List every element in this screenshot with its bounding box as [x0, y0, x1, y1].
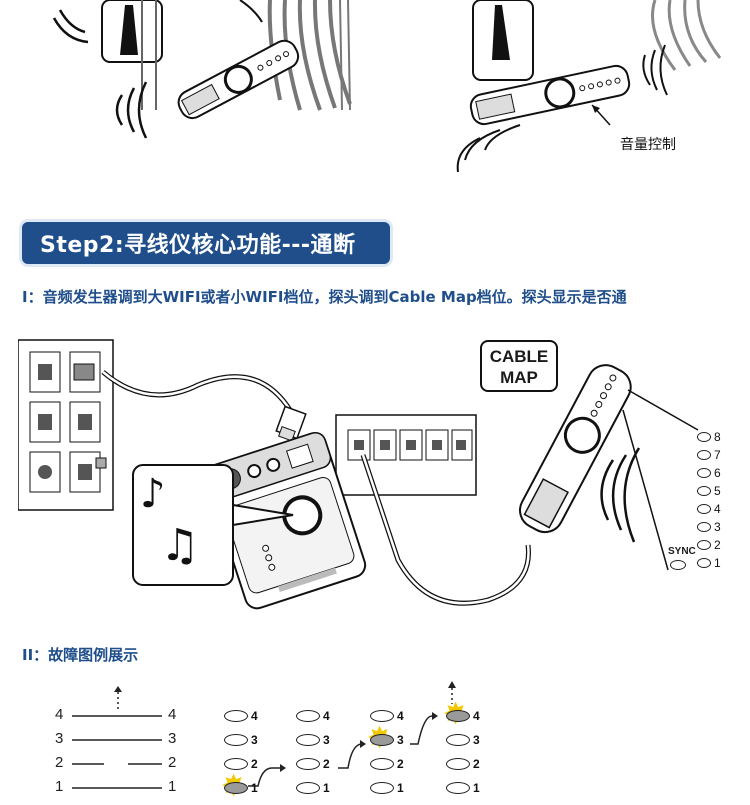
section-i-text: I：音频发生器调到大WIFI或者小WIFI档位，探头调到Cable Map档位。…: [22, 286, 627, 307]
led-6: [697, 468, 711, 478]
led-7-label: 7: [714, 448, 721, 462]
led-3: [697, 522, 711, 532]
led-1-label: 1: [714, 556, 721, 570]
step2-banner: Step2:寻线仪核心功能---通断: [22, 222, 390, 264]
led-7: [697, 450, 711, 460]
legend-left-4: 4: [55, 706, 63, 723]
led-1: [697, 558, 711, 568]
col4-label-3: 3: [473, 733, 480, 747]
wire-lines: [70, 684, 170, 801]
top-illustration-right: [440, 0, 750, 190]
double-music-note-icon: ♫: [160, 524, 199, 568]
sync-led: [670, 560, 686, 570]
col4-label-4: 4: [473, 709, 480, 723]
col4-led-2: [446, 758, 470, 770]
cable-map-line2: MAP: [482, 367, 556, 388]
legend-left-1: 1: [55, 778, 63, 795]
col4-led-1: [446, 782, 470, 794]
col3-label-3: 3: [397, 733, 404, 747]
col1-label-3: 3: [251, 733, 258, 747]
col2-led-3: [296, 734, 320, 746]
col1-label-2: 2: [251, 757, 258, 771]
col2-label-3: 3: [323, 733, 330, 747]
cable-map-mode-label: CABLE MAP: [480, 340, 558, 392]
step2-title: Step2:寻线仪核心功能---通断: [40, 227, 356, 259]
col3-led-1: [370, 782, 394, 794]
led-8: [697, 432, 711, 442]
led-4: [697, 504, 711, 514]
col1-led-4: [224, 710, 248, 722]
led-4-label: 4: [714, 502, 721, 516]
col3-label-2: 2: [397, 757, 404, 771]
col3-label-4: 4: [397, 709, 404, 723]
top-illustration-left: [30, 0, 410, 190]
led-2: [697, 540, 711, 550]
col1-label-4: 4: [251, 709, 258, 723]
volume-control-label: 音量控制: [620, 134, 676, 154]
led-8-label: 8: [714, 430, 721, 444]
col4-label-2: 2: [473, 757, 480, 771]
section-ii-text: II：故障图例展示: [22, 644, 138, 665]
col1-label-1: 1: [251, 781, 258, 795]
music-note-icon: ♪: [140, 474, 166, 514]
col2-led-4: [296, 710, 320, 722]
col4-led-3: [446, 734, 470, 746]
led-3-label: 3: [714, 520, 721, 534]
col2-label-2: 2: [323, 757, 330, 771]
cable-map-diagram: [18, 330, 738, 620]
col3-led-3: [370, 734, 394, 746]
col2-label-1: 1: [323, 781, 330, 795]
col2-led-1: [296, 782, 320, 794]
legend-left-3: 3: [55, 730, 63, 747]
legend-left-2: 2: [55, 754, 63, 771]
sync-label: SYNC: [668, 546, 696, 557]
col2-led-2: [296, 758, 320, 770]
col2-label-4: 4: [323, 709, 330, 723]
col4-label-1: 1: [473, 781, 480, 795]
col4-led-4: [446, 710, 470, 722]
col3-label-1: 1: [397, 781, 404, 795]
led-5-label: 5: [714, 484, 721, 498]
col1-led-1: [224, 782, 248, 794]
led-6-label: 6: [714, 466, 721, 480]
led-5: [697, 486, 711, 496]
col1-led-3: [224, 734, 248, 746]
cable-map-line1: CABLE: [482, 346, 556, 367]
col3-led-2: [370, 758, 394, 770]
led-2-label: 2: [714, 538, 721, 552]
